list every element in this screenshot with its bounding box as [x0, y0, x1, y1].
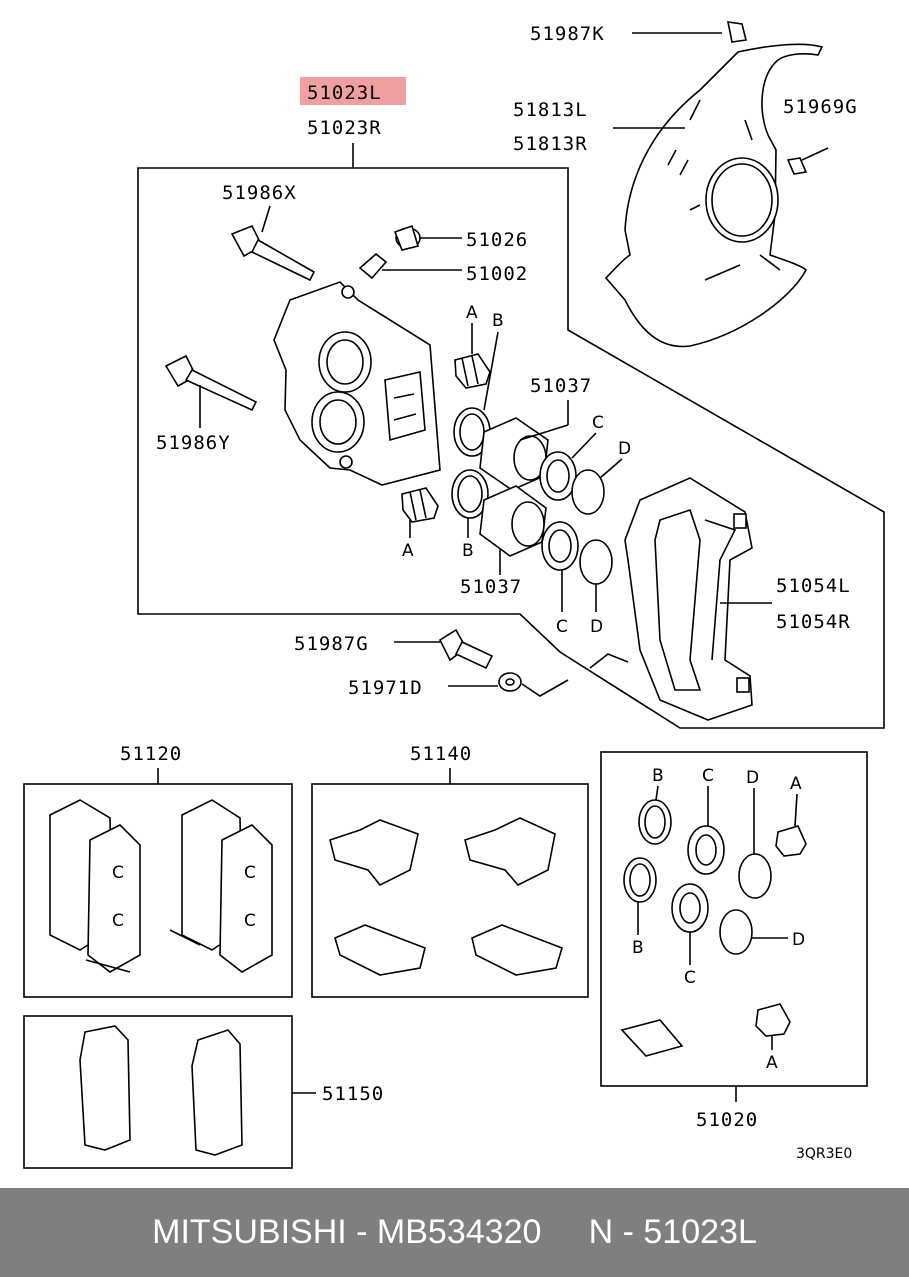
- label-51054L: 51054L: [776, 575, 851, 597]
- letter-B-lower: B: [462, 541, 474, 561]
- dust-boot-upper: [539, 451, 577, 501]
- label-51023R: 51023R: [307, 117, 382, 139]
- kit-letter-B-2: B: [632, 938, 644, 958]
- kit-letter-A-1: A: [790, 774, 802, 794]
- label-51002: 51002: [466, 263, 528, 285]
- kit-letter-C-2: C: [684, 968, 696, 988]
- footer-bar: MITSUBISHI - MB534320 N - 51023L: [0, 1188, 909, 1277]
- footer-spacer: [541, 1213, 588, 1252]
- brake-pads-set: C C C C: [49, 799, 273, 973]
- label-51120: 51120: [120, 743, 182, 765]
- pin-boot-upper: [454, 353, 491, 389]
- kit-letter-B-1: B: [652, 766, 664, 786]
- seal-kit: [620, 799, 807, 1057]
- kit-letter-A-2: A: [766, 1053, 778, 1073]
- box-51120: [23, 783, 293, 998]
- label-51023L: 51023L: [307, 82, 382, 104]
- parts-diagram: 51987K 51813L 51813R 51969G 51023L 51023…: [23, 21, 885, 1169]
- label-51987K: 51987K: [530, 23, 605, 45]
- piston-upper: [479, 417, 549, 491]
- letter-A-upper: A: [466, 303, 478, 323]
- dust-shield: [604, 21, 824, 348]
- guide-bolt-upper: [230, 224, 316, 282]
- footer-brand-part: MITSUBISHI - MB534320: [152, 1213, 542, 1251]
- washer: [498, 672, 522, 692]
- svg-text:C: C: [244, 911, 256, 931]
- box-51140: [311, 783, 589, 998]
- label-51813R: 51813R: [513, 133, 588, 155]
- letter-B-upper: B: [492, 311, 504, 331]
- assembly-boundary: [137, 167, 885, 729]
- label-51020: 51020: [696, 1109, 758, 1131]
- letter-A-lower: A: [402, 541, 414, 561]
- kit-letter-D-1: D: [746, 768, 759, 788]
- label-51986X: 51986X: [222, 182, 297, 204]
- label-51987G: 51987G: [294, 633, 369, 655]
- pin-boot-lower: [401, 487, 439, 523]
- label-51971D: 51971D: [348, 677, 423, 699]
- letter-D-lower: D: [590, 617, 603, 637]
- label-51026: 51026: [466, 229, 528, 251]
- kit-letter-D-2: D: [792, 930, 805, 950]
- footer-ref: N - 51023L: [588, 1213, 757, 1251]
- svg-text:C: C: [112, 911, 124, 931]
- letter-C-lower: C: [556, 617, 568, 637]
- support-bolt: [438, 628, 494, 670]
- label-51986Y: 51986Y: [156, 432, 231, 454]
- snap-ring-upper: [571, 469, 605, 515]
- label-51150: 51150: [322, 1083, 384, 1105]
- box-51150: [23, 1015, 293, 1169]
- kit-letter-C-1: C: [702, 766, 714, 786]
- letter-C-upper: C: [592, 413, 604, 433]
- letter-D-upper: D: [618, 439, 631, 459]
- svg-text:C: C: [112, 863, 124, 883]
- dust-boot-lower: [541, 521, 579, 571]
- label-51969G: 51969G: [783, 96, 858, 118]
- caliper-body: [273, 281, 441, 486]
- label-51037-lower: 51037: [460, 576, 522, 598]
- pad-clips: [329, 817, 563, 976]
- highlight-51023L: [300, 77, 406, 105]
- svg-text:C: C: [244, 863, 256, 883]
- box-51020: [600, 751, 868, 1087]
- label-51140: 51140: [410, 743, 472, 765]
- label-51037-upper: 51037: [530, 375, 592, 397]
- label-51054R: 51054R: [776, 611, 851, 633]
- pad-shims: [79, 1025, 243, 1156]
- caliper-support: [624, 477, 753, 721]
- snap-ring-lower: [579, 539, 613, 585]
- bleeder-screw: [358, 252, 388, 280]
- label-51813L: 51813L: [513, 99, 588, 121]
- diagram-code: 3QR3E0: [796, 1146, 852, 1162]
- piston-lower: [479, 485, 547, 557]
- guide-bolt-lower: [164, 354, 258, 412]
- bleeder-cap: [393, 224, 421, 251]
